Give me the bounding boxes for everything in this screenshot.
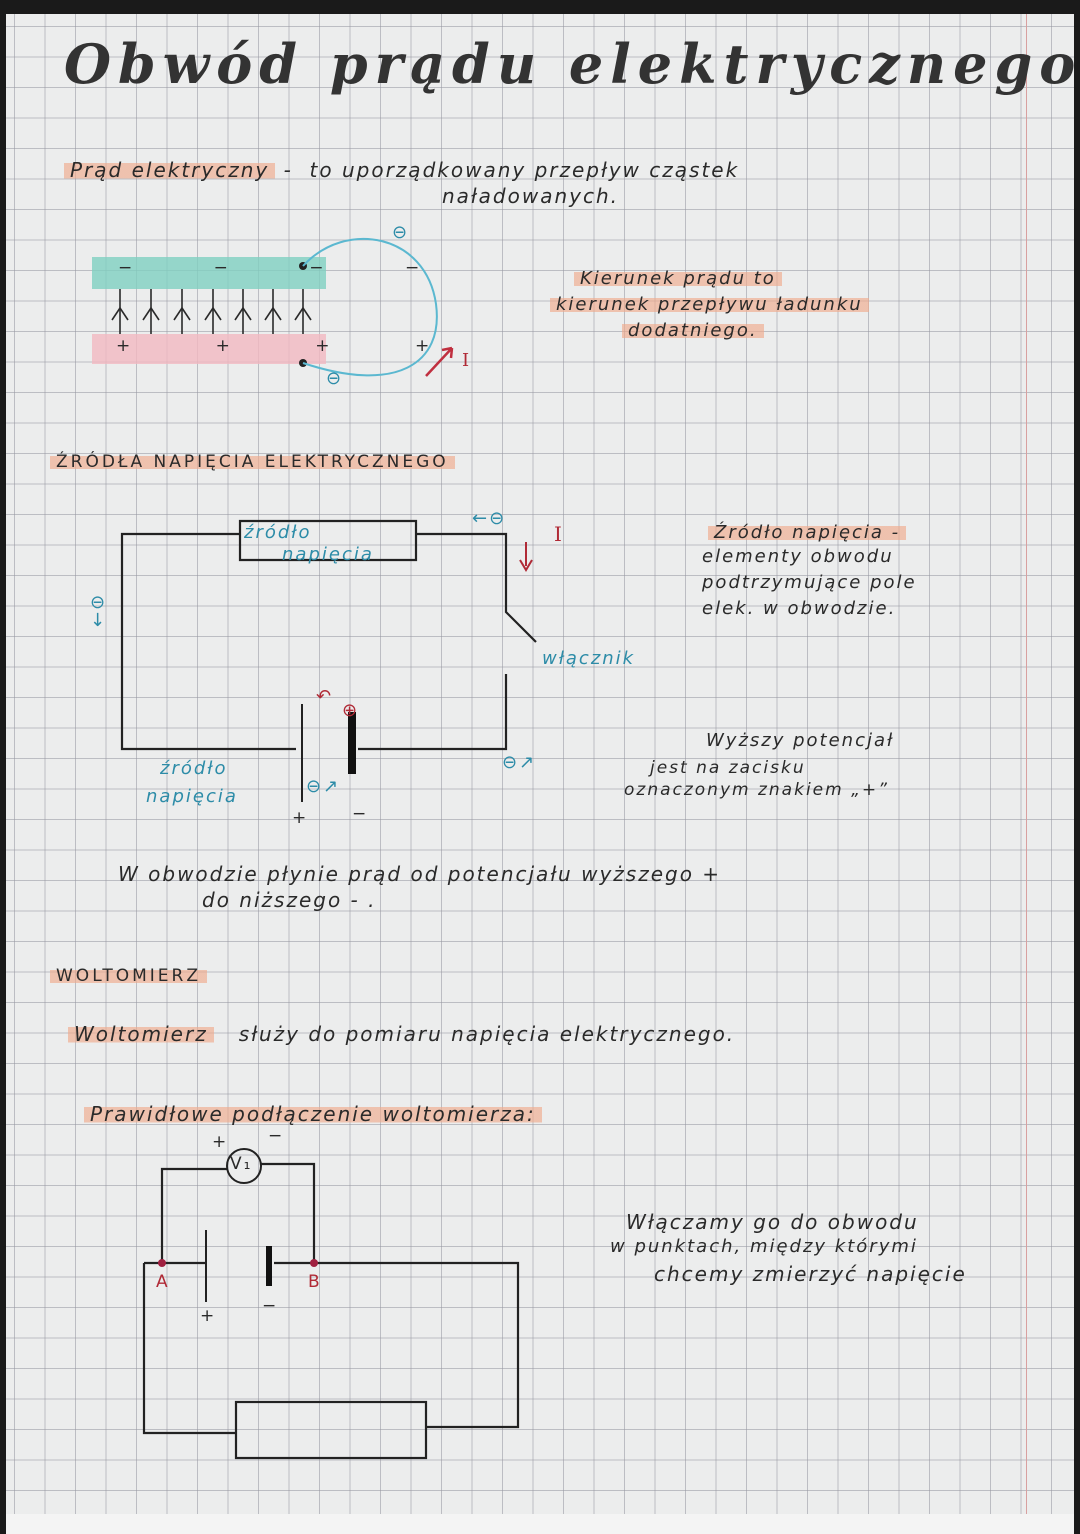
battery-minus: − [262,1296,279,1316]
curved-arrow-icon: ↶ [316,686,334,707]
voltmeter-label: V₁ [230,1154,253,1174]
wire-loop [302,237,438,377]
potential-line2: jest na zacisku [650,758,806,778]
voltmeter-definition-text: służy do pomiaru napięcia elektrycznego. [238,1022,736,1046]
minus-terminal: − [352,804,369,824]
electron-left-arrow-icon: ←⊖ [472,508,507,529]
definition: Prąd elektryczny - to uporządkowany prze… [64,158,739,182]
flow-note-line2: do niższego - . [202,888,377,912]
section-heading-voltmeter: WOLTOMIERZ [50,966,207,986]
field-lines [111,289,312,334]
note-line1: Kierunek prądu to [574,268,782,289]
proton-icon: ⊕ [342,700,360,721]
voltmeter-circuit [142,1148,520,1460]
voltmeter-subheading: Prawidłowe podłączenie woltomierza: [84,1102,542,1126]
note-line3: dodatniego. [622,320,764,341]
point-a-label: A [156,1272,170,1292]
source-definition-line1: Źródło napięcia - [708,522,907,543]
battery-label-line1: źródło [160,758,228,779]
margin-line [1026,14,1027,1514]
voltmeter-plus: + [212,1132,229,1152]
current-label: I [462,350,472,371]
electron-icon: ⊖ [326,368,344,389]
source-definition-line2: elementy obwodu [702,546,894,567]
voltmeter-definition: Woltomierz służy do pomiaru napięcia ele… [68,1022,735,1046]
battery-label-line2: napięcia [146,786,238,807]
definition-dash: - [283,158,293,182]
voltmeter-minus: − [268,1126,285,1146]
negative-signs: − − − − [118,258,458,278]
electron-down-arrow-icon: ⊖↓ [90,592,108,631]
source-box-label-line1: źródło [244,522,312,543]
source-box-label-line2: napięcia [282,544,374,565]
potential-line3: oznaczonym znakiem „+” [624,780,889,800]
battery-plus: + [200,1306,217,1326]
positive-plate [92,334,326,364]
source-definition-line3: podtrzymujące pole [702,572,917,593]
point-b-label: B [308,1272,322,1292]
voltmeter-symbol [226,1148,262,1184]
negative-plate [92,257,326,289]
switch-label: włącznik [542,648,636,669]
flow-note-line1: W obwodzie płynie prąd od potencjału wyż… [118,862,722,886]
plates-diagram [92,237,454,377]
electron-arrow-icon: ⊖↗ [502,752,537,773]
current-arrow [425,346,454,377]
page-title: Obwód prądu elektrycznego [64,32,1080,96]
definition-text-line1: to uporządkowany przepływ cząstek [309,158,740,182]
definition-text-line2: naładowanych. [442,184,620,208]
circuit-diagram-sources [120,519,537,802]
note-line2: kierunek przepływu ładunku [550,294,869,315]
source-definition-line4: elek. w obwodzie. [702,598,897,619]
voltmeter-term: Woltomierz [68,1022,214,1046]
definition-term: Prąd elektryczny [64,158,276,182]
source-box [238,519,418,562]
plus-terminal: + [292,808,309,828]
positive-signs: + + + + [116,336,470,356]
voltmeter-note-line2: w punktach, między którymi [610,1236,918,1257]
notebook-page: Obwód prądu elektrycznego Prąd elektrycz… [6,14,1075,1534]
voltmeter-note-line3: chcemy zmierzyć napięcie [654,1262,967,1286]
potential-line1: Wyższy potencjał [706,730,895,751]
electron-icon: ⊖ [392,222,410,243]
section-heading-sources: ŹRÓDŁA NAPIĘCIA ELEKTRYCZNEGO [50,452,455,472]
current-label: I [554,522,564,546]
voltmeter-note-line1: Włączamy go do obwodu [626,1210,919,1234]
electron-arrow-icon: ⊖↗ [306,776,341,797]
